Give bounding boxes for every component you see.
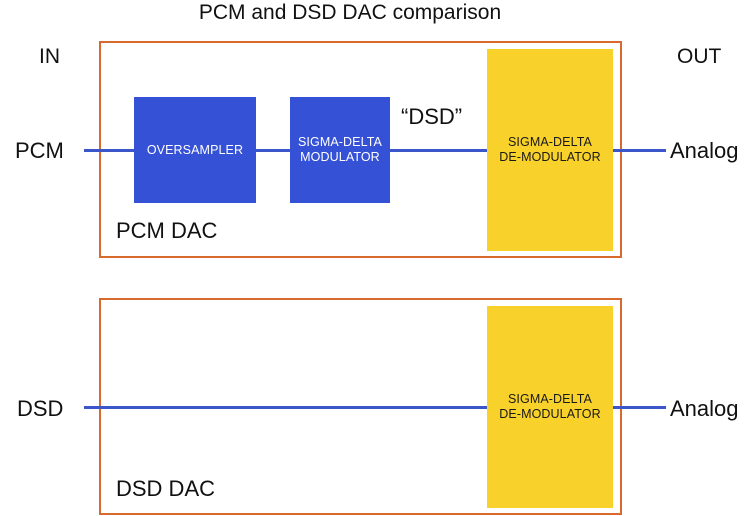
pcm-dac-label: PCM DAC bbox=[116, 218, 218, 243]
pcm-input-line bbox=[84, 149, 134, 152]
pcm-output-label: Analog bbox=[670, 138, 739, 163]
pcm-output-line bbox=[613, 149, 666, 152]
dsd-output-line bbox=[613, 406, 666, 409]
oversampler-block: OVERSAMPLER bbox=[134, 97, 256, 203]
dsd-output-label: Analog bbox=[670, 396, 739, 421]
diagram-title: PCM and DSD DAC comparison bbox=[198, 1, 502, 24]
dsd-dac-label: DSD DAC bbox=[116, 476, 216, 501]
in-heading: IN bbox=[39, 45, 60, 68]
pcm-input-label: PCM bbox=[15, 138, 64, 163]
dsd-input-label: DSD bbox=[17, 396, 64, 421]
dsd-sigma-delta-demodulator-block: SIGMA-DELTA DE-MODULATOR bbox=[487, 306, 613, 508]
pcm-line-modulator-to-demodulator bbox=[390, 149, 487, 152]
out-heading: OUT bbox=[677, 45, 722, 68]
sigma-delta-modulator-block: SIGMA-DELTA MODULATOR bbox=[290, 97, 390, 203]
dsd-input-line bbox=[84, 406, 487, 409]
pcm-line-oversampler-to-modulator bbox=[256, 149, 290, 152]
intermediate-dsd-label: “DSD” bbox=[401, 104, 463, 129]
pcm-sigma-delta-demodulator-block: SIGMA-DELTA DE-MODULATOR bbox=[487, 49, 613, 251]
